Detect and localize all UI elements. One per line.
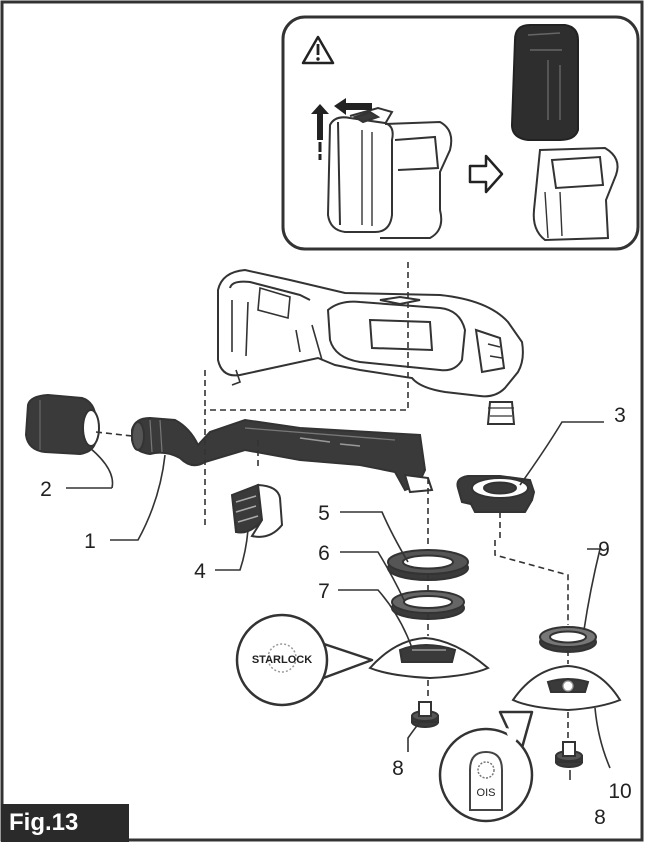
part-9-ring-sketch [539,626,597,653]
part-8-screw-right-sketch [555,741,583,768]
ois-zoom-bubble [438,710,534,823]
tool-with-battery-sketch [326,106,453,239]
assembly-dashed-lines [95,262,569,740]
arrow-up-icon [311,104,329,160]
part-8-screw-left-sketch [411,701,439,728]
starlock-zoom-bubble [235,613,374,707]
part-4-clip-sketch [230,483,284,538]
callout-9: 9 [598,538,610,561]
callout-7: 7 [318,580,330,603]
callout-8-right: 8 [594,806,606,829]
battery-pack-sketch [510,24,579,141]
part-6-ring-sketch [391,590,465,620]
warning-icon [301,35,335,65]
callout-10: 10 [608,780,631,803]
part-3-adapter-sketch [456,475,536,513]
callout-8-left: 8 [392,757,404,780]
callout-2: 2 [40,478,52,501]
leader-lines [66,421,611,780]
warning-inset [281,15,640,251]
arrow-left-icon [334,98,372,115]
callout-4: 4 [194,560,206,583]
part-1-dust-attachment-sketch [131,416,434,494]
part-7-starlock-pad-sketch [368,636,490,680]
ois-logo-icon [469,750,503,811]
callout-3: 3 [614,404,626,427]
callout-5: 5 [318,502,330,525]
ois-badge-text: OIS [477,787,496,799]
arrow-right-icon [468,154,504,194]
tool-body-sketch [532,146,619,242]
callout-6: 6 [318,542,330,565]
multi-tool-body [217,268,524,398]
starlock-logo-icon [267,643,297,673]
part-2-cap-sketch [24,393,100,456]
part-5-ring-sketch [387,549,469,581]
starlock-badge-text: STARLOCK [252,654,312,666]
callout-1: 1 [84,530,96,553]
spindle-sketch [486,401,516,425]
figure-label: Fig.13 [1,804,129,842]
part-10-ois-pad-sketch [511,664,622,712]
